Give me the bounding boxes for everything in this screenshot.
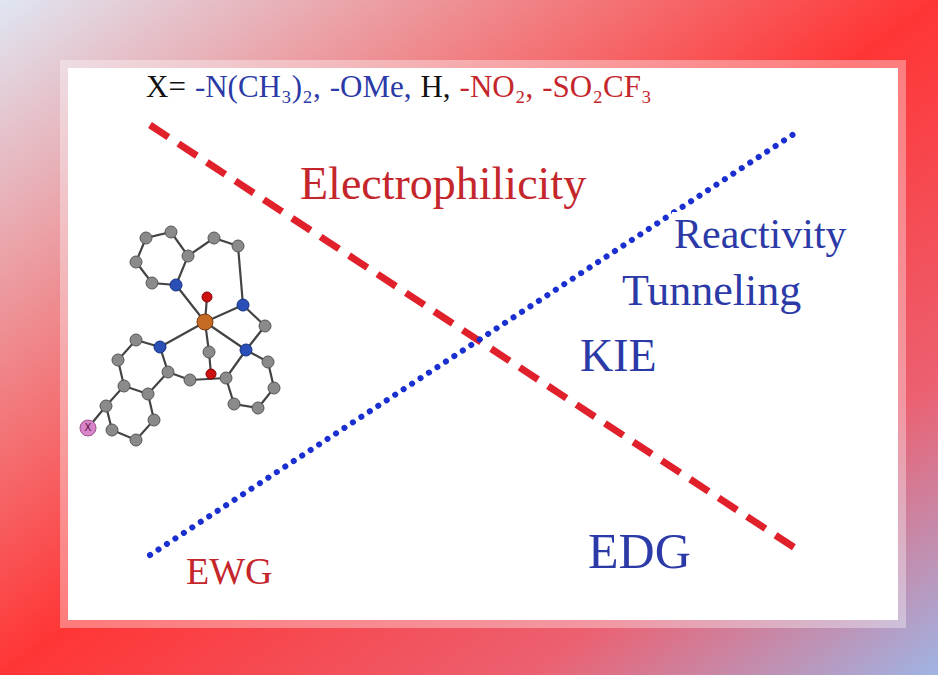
substituent-prefix: X= [146, 69, 186, 104]
iron-complex-molecule [80, 226, 280, 446]
substituent-list: X= -N(CH₃)₂, -OMe,H, -NO₂,-SO₂CF₃ [146, 70, 661, 104]
molecule-bonds [88, 232, 274, 440]
blue-dotted-trend [150, 130, 800, 555]
edg-substituent: -N(CH₃)₂, [195, 69, 321, 104]
group-label: EWG [184, 552, 275, 592]
oxygen-atoms [202, 292, 216, 379]
neutral-substituent: H, [420, 69, 450, 104]
carbon-atoms [100, 226, 280, 446]
trend-label: KIE [578, 332, 659, 380]
ewg-substituent: -NO₂, [460, 69, 534, 104]
red-dashed-trend [150, 125, 795, 548]
trend-label: Tunneling [620, 268, 803, 314]
panel-glow [60, 60, 906, 628]
group-label: EDG [586, 525, 693, 578]
nitrogen-atoms [154, 279, 252, 356]
substituent-site [80, 420, 96, 436]
ewg-substituent: -SO₂CF₃ [542, 69, 651, 104]
white-panel [68, 68, 898, 620]
substituent-marker: X [85, 423, 92, 433]
trend-label: Electrophilicity [298, 160, 588, 208]
edg-substituent: -OMe, [330, 69, 412, 104]
trend-label: Reactivity [672, 212, 849, 256]
iron-atom [197, 314, 213, 330]
